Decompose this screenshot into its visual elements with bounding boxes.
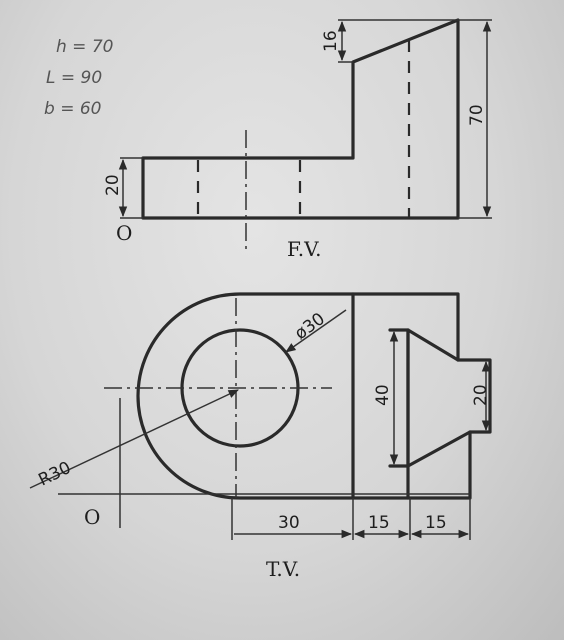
tv-slot (388, 328, 472, 468)
tv-dim-15b: 15 (425, 513, 447, 533)
fv-origin: O (116, 221, 132, 245)
tv-dim-radius: R30 (35, 458, 74, 491)
tv-diameter-leader (285, 309, 347, 353)
tv-dim-diameter: ø30 (291, 309, 329, 344)
tv-origin: O (84, 505, 100, 529)
tv-dim-30: 30 (278, 513, 300, 533)
tv-dim-20: 20 (471, 384, 491, 406)
front-view: 20 16 70 O F.V. (103, 18, 492, 261)
fv-label: F.V. (287, 237, 321, 261)
tv-dim-40: 40 (373, 384, 393, 406)
note-l: L = 90 (46, 68, 102, 88)
fv-dim-70: 70 (467, 104, 487, 126)
fv-dim-20: 20 (103, 174, 123, 196)
tv-dim-15a: 15 (368, 513, 390, 533)
note-b: b = 60 (44, 99, 101, 119)
top-view: 30 15 15 40 20 ø30 R30 O T.V. (29, 292, 492, 581)
handwritten-notes: h = 70 L = 90 b = 60 (44, 37, 113, 119)
fv-dim-16: 16 (321, 30, 341, 52)
tv-radius-leader (29, 389, 239, 489)
note-h: h = 70 (56, 37, 113, 57)
tv-outline (136, 292, 492, 500)
tv-label: T.V. (266, 557, 300, 581)
